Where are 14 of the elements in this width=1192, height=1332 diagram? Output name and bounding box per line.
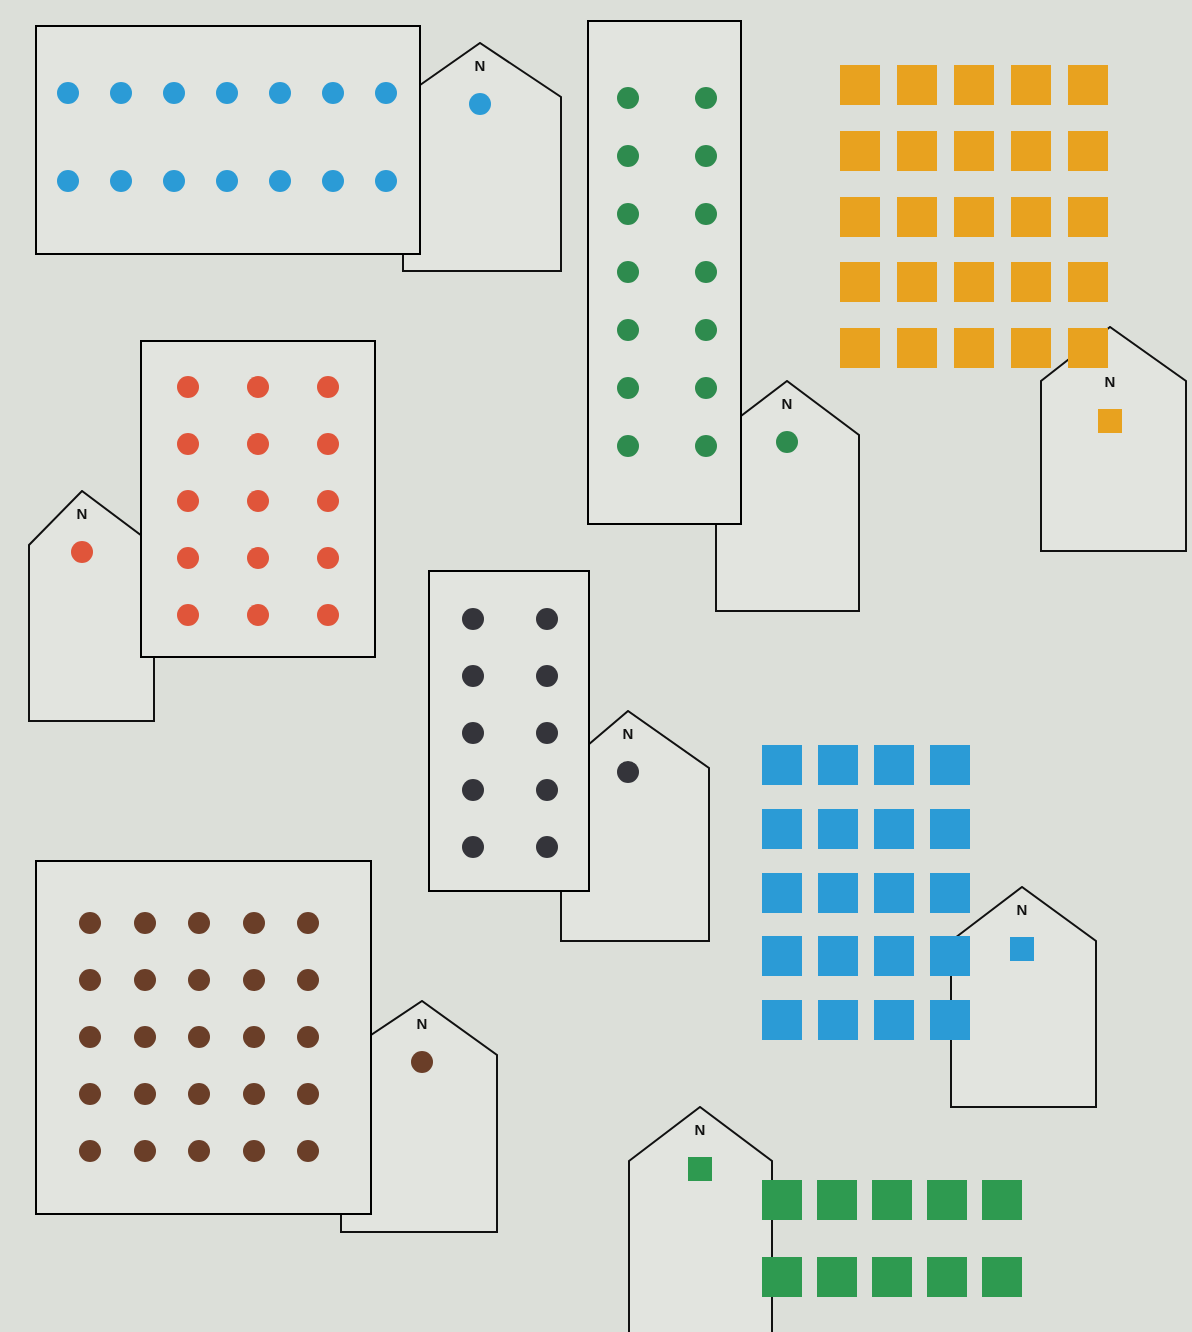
house-shape [28,490,155,722]
house-label: N [1104,374,1116,389]
house-label: N [76,506,88,521]
house-label: N [622,726,634,741]
house-shape [1040,326,1187,552]
house-label: N [1016,902,1028,917]
house-label: N [416,1016,428,1031]
house-shape [628,1106,773,1332]
counting-card [428,570,590,892]
house-label: N [694,1122,706,1137]
house-label: N [781,396,793,411]
house-label: N [474,58,486,73]
house-shape [950,886,1097,1108]
house-shape [560,710,710,942]
